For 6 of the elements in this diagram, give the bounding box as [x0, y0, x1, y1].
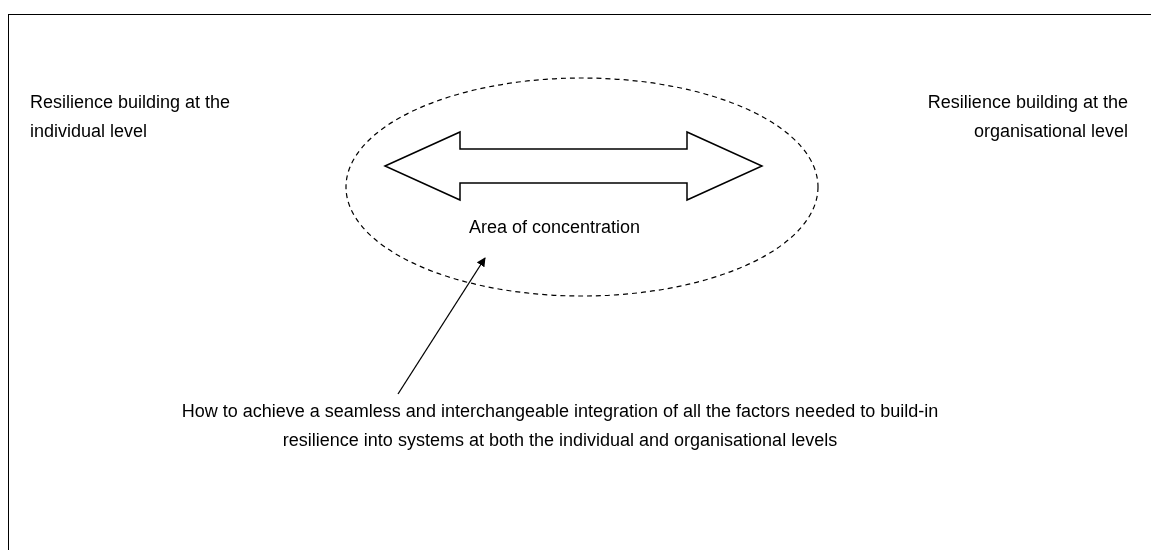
annotation-text: How to achieve a seamless and interchangeable integration of all the factors needed to build-in resilience into systems at both the individual and organisational levels: [160, 397, 960, 455]
arrow: [397, 257, 486, 395]
ellipse-label: Area of concentration: [469, 216, 641, 239]
side-label: Resilience building at the organisational level: [870, 88, 1128, 146]
side-label: Resilience building at the individual level: [30, 88, 270, 146]
dashed-ellipse: [345, 77, 819, 297]
